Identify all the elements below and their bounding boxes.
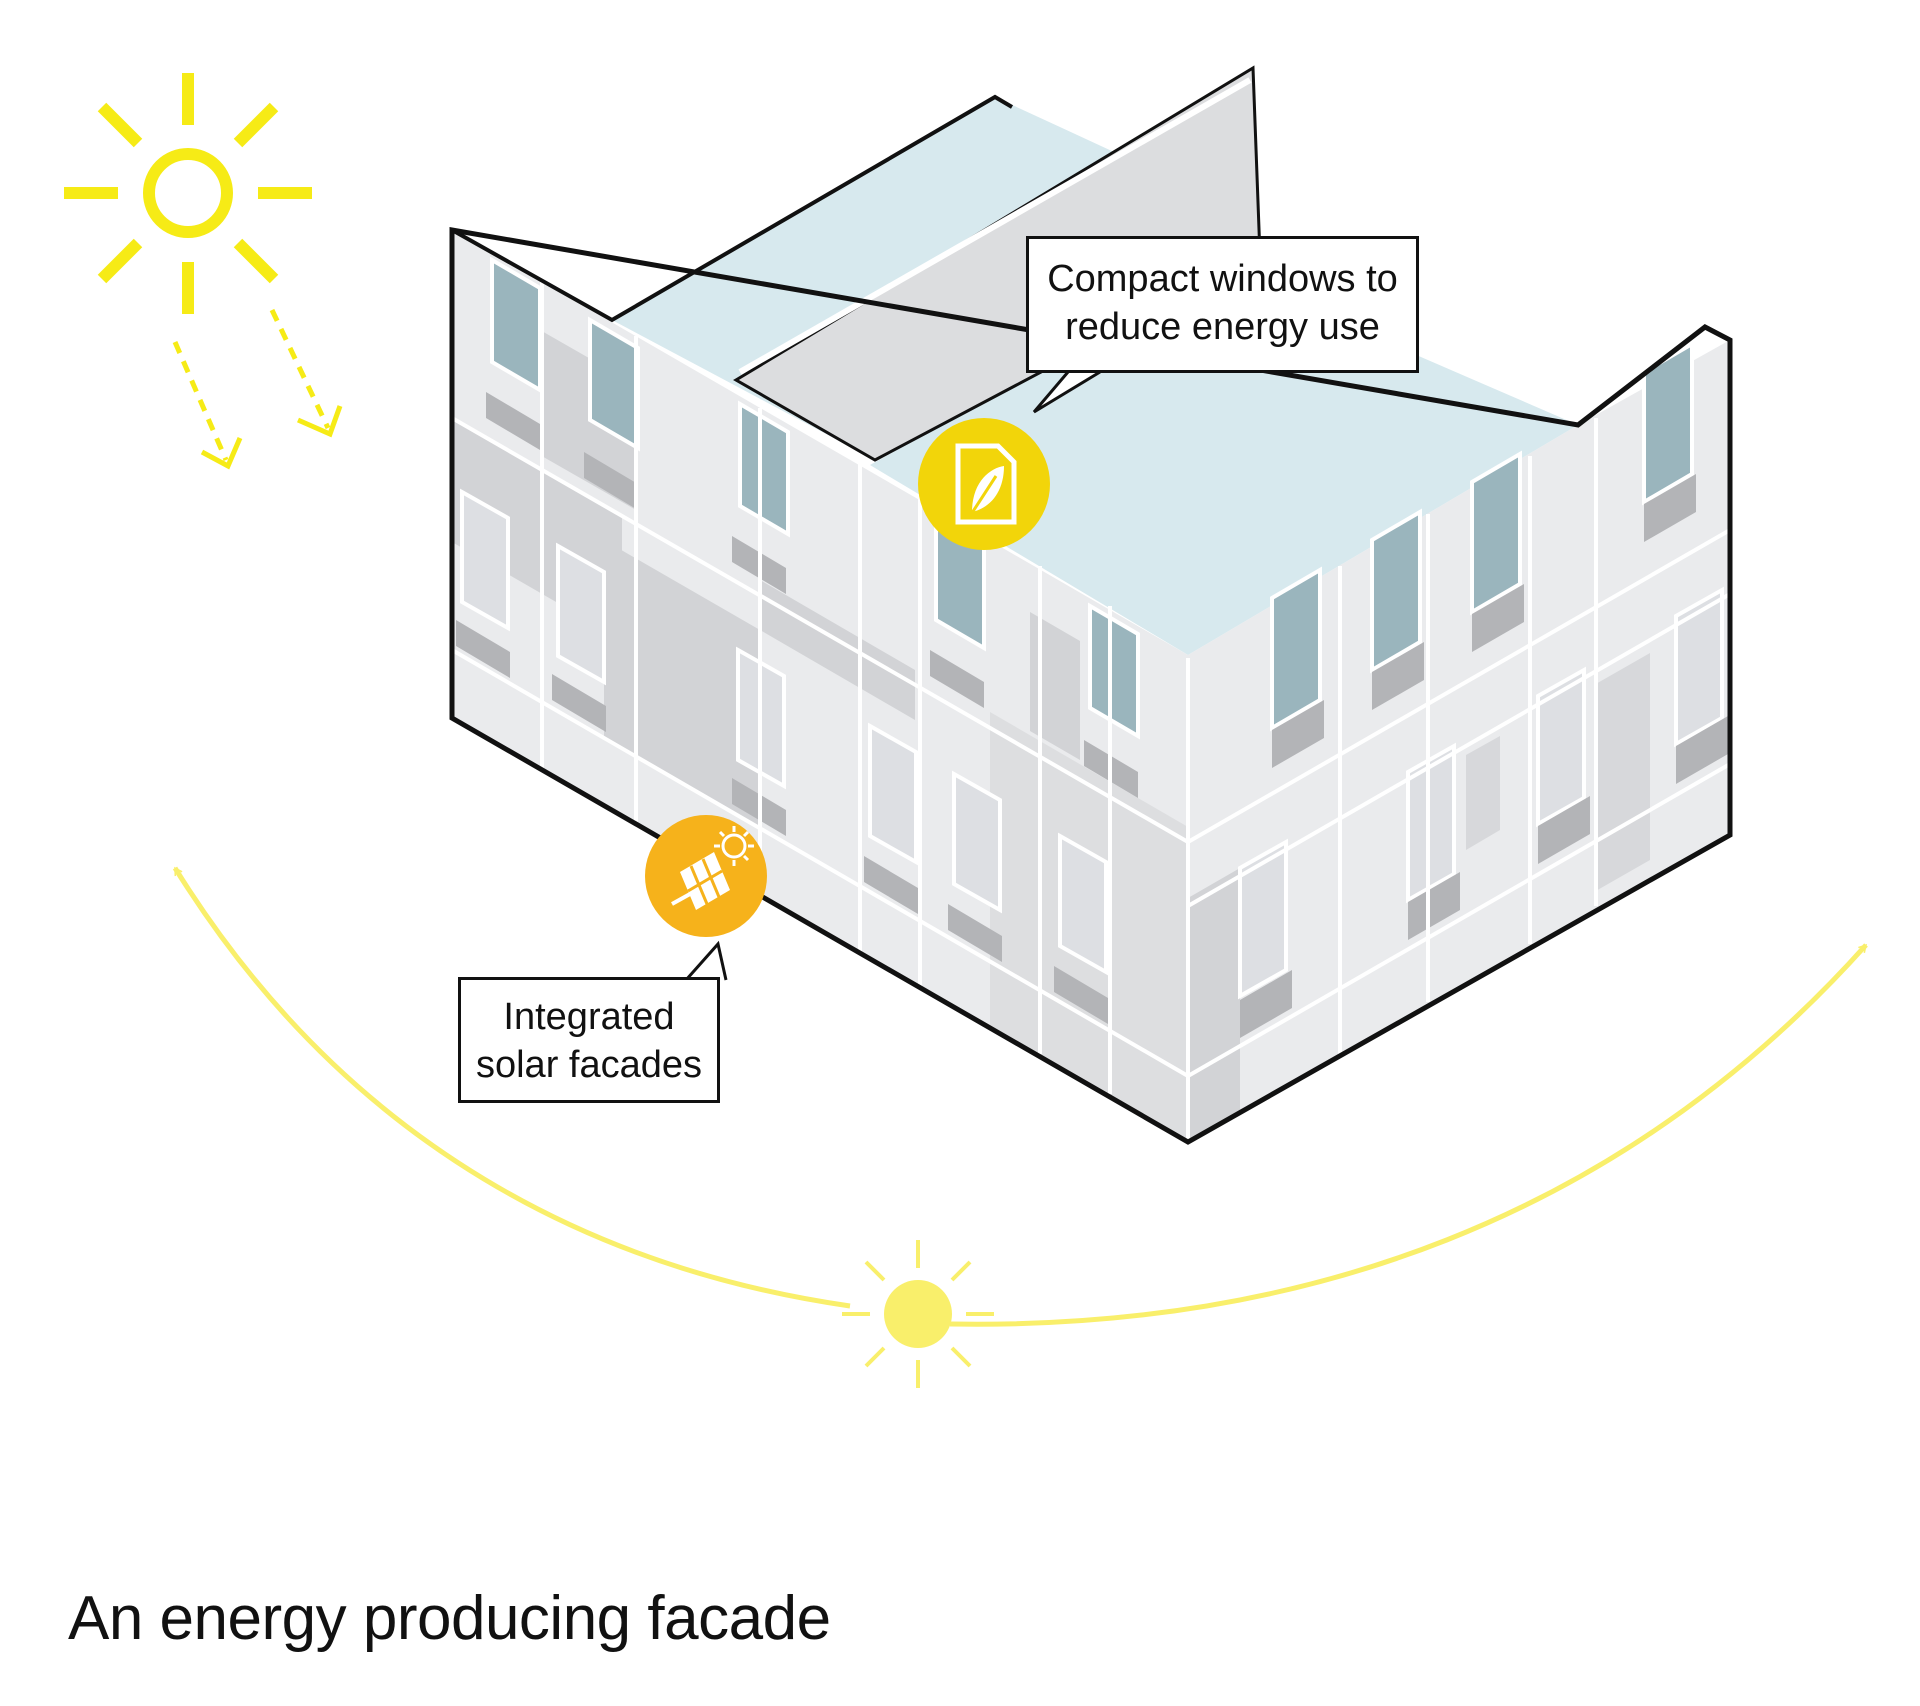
callout-windows-line2: reduce energy use: [1065, 306, 1380, 348]
solar-panel-icon: [645, 815, 767, 937]
callout-solar-line2: solar facades: [475, 1044, 702, 1086]
building-outline: [451, 94, 1014, 323]
callout-solar-pointer: [684, 940, 728, 981]
callout-windows-line1: Compact windows to: [1047, 258, 1398, 300]
sun-top-icon: [64, 73, 312, 314]
callout-solar-line1: Integrated: [503, 996, 675, 1038]
callout-windows-pointer: [1032, 370, 1101, 414]
page-title: An energy producing facade: [68, 1584, 831, 1653]
callout-solar-facades: Integrated solar facades: [458, 977, 720, 1103]
sun-ray-arrows: [172, 308, 343, 470]
sun-bottom-icon: [842, 1240, 994, 1388]
sun-path-arc-left: [172, 866, 851, 1309]
callout-compact-windows: Compact windows to reduce energy use: [1026, 236, 1419, 373]
building: [449, 65, 1733, 1145]
sun-path-arc-right: [949, 943, 1868, 1327]
leaf-document-icon: [918, 418, 1050, 550]
